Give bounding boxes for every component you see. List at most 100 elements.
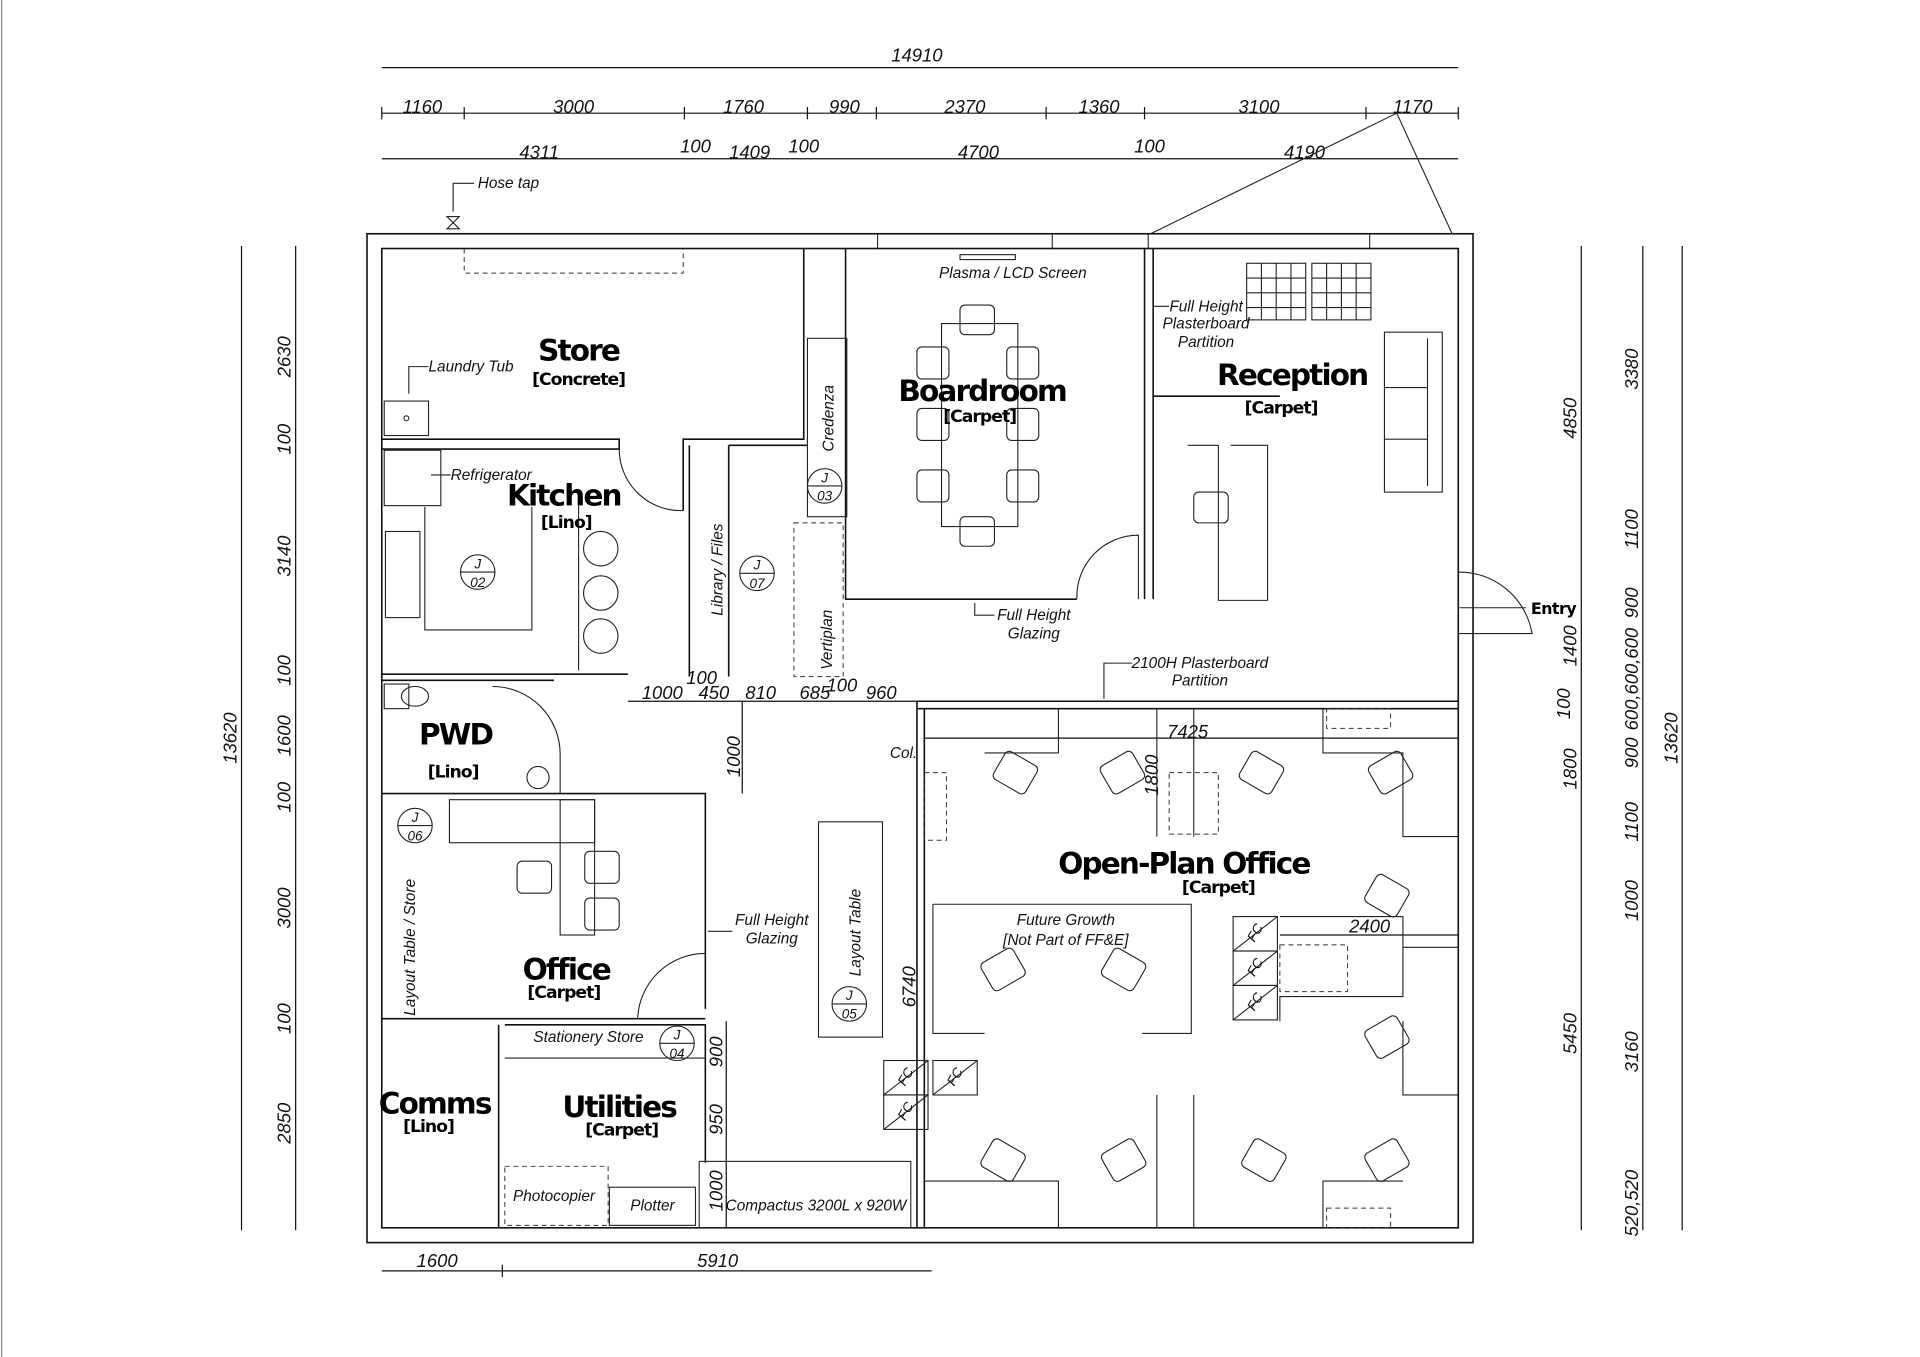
dim-left: 2630 (274, 336, 295, 379)
chair-icon (916, 407, 950, 441)
dim-top: 4190 (1284, 142, 1326, 163)
tag-j06: J 06 (397, 807, 433, 844)
chair-icon (1241, 1138, 1287, 1182)
dim-interior: 960 (866, 682, 898, 703)
label-future-growth: [Not Part of FF&E] (1002, 932, 1129, 949)
chair-icon (1006, 407, 1040, 441)
label-plasterboard: Full Height (1169, 298, 1243, 315)
dim-interior: 685 (799, 682, 831, 703)
dim-left: 3000 (274, 887, 295, 929)
dim-right: 3160 (1621, 1031, 1642, 1073)
svg-text:J: J (411, 810, 419, 825)
dim-right: 1100 (1621, 801, 1642, 841)
top-dimensions: 14910 1160 3000 1760 990 2370 1360 3100 … (381, 45, 1459, 235)
dim-interior: 1000 (706, 1170, 727, 1212)
chair-icon (1099, 750, 1146, 795)
svg-text:06: 06 (407, 828, 423, 843)
room-utilities: Utilities (562, 1090, 677, 1124)
dim-right: 1100 (1621, 508, 1642, 548)
dim-interior: 1000 (723, 735, 744, 777)
dim-interior: 100 (686, 667, 718, 688)
dim-interior: 810 (745, 682, 777, 703)
label-stationery-store: Stationery Store (533, 1029, 643, 1046)
fixtures (383, 254, 1443, 790)
room-open-plan-floor: [Carpet] (1182, 878, 1255, 898)
room-store: Store (538, 333, 620, 367)
room-kitchen-floor: [Lino] (541, 513, 592, 533)
svg-text:05: 05 (842, 1007, 858, 1022)
dim-interior: 2400 (1348, 916, 1391, 937)
chair-icon (516, 860, 553, 894)
chair-icon (1364, 873, 1410, 918)
svg-text:J: J (753, 558, 761, 573)
room-reception: Reception (1217, 358, 1367, 392)
dim-right: 100 (1553, 688, 1574, 720)
room-boardroom-floor: [Carpet] (943, 407, 1016, 427)
dim-interior: 950 (706, 1103, 727, 1135)
dim-overall-width: 14910 (891, 45, 943, 66)
dim-top: 1409 (729, 142, 770, 163)
dim-interior: 6740 (899, 965, 920, 1007)
dim-right-overall: 13620 (1660, 712, 1681, 764)
label-photocopier: Photocopier (513, 1188, 596, 1205)
dim-top: 100 (788, 136, 820, 157)
dim-right: 1000 (1621, 879, 1642, 921)
label-layout-table: Layout Table (847, 889, 864, 976)
svg-text:J: J (845, 988, 853, 1003)
reception-desk (1187, 444, 1269, 601)
dim-left: 1600 (274, 714, 295, 756)
room-open-plan: Open-Plan Office (1058, 846, 1310, 880)
dim-interior: 7425 (1167, 721, 1209, 742)
dim-right: 3380 (1621, 348, 1642, 390)
chair-icon (980, 1138, 1026, 1182)
label-refrigerator: Refrigerator (451, 467, 533, 484)
dim-interior: 100 (827, 674, 859, 695)
right-dimensions: 4850 1400 100 1800 5450 3380 1100 900 60… (1553, 246, 1683, 1237)
interior-dimensions: 1000 100 450 810 685 100 960 1000 7425 1… (627, 667, 1459, 1228)
sink-icon (384, 530, 421, 619)
chair-icon (992, 750, 1039, 795)
chair-icon (1006, 469, 1040, 503)
chair-icon (959, 304, 996, 336)
label-laundry-tub: Laundry Tub (429, 359, 515, 376)
dim-interior: 900 (706, 1036, 727, 1068)
room-kitchen: Kitchen (507, 479, 621, 513)
room-pwd-floor: [Lino] (428, 763, 479, 783)
label-plasma-screen: Plasma / LCD Screen (939, 265, 1087, 282)
plant-icon (1246, 262, 1372, 321)
label-office-glazing: Full Height (735, 912, 809, 929)
dim-right: 520,520 (1621, 1169, 1642, 1236)
label-compactus: Compactus 3200L x 920W (726, 1198, 908, 1215)
room-office-floor: [Carpet] (527, 983, 600, 1003)
dim-right: 1400 (1559, 625, 1580, 667)
dim-right: 5450 (1559, 1012, 1580, 1054)
dim-top: 4700 (958, 142, 1000, 163)
dim-top: 1360 (1079, 96, 1121, 117)
annotations: Hose tap Laundry Tub Refrigerator Plasma… (402, 175, 1578, 1215)
label-credenza: Credenza (820, 385, 837, 452)
tag-j04: J04 (659, 1025, 695, 1062)
dim-top: 990 (829, 96, 861, 117)
basin-icon (526, 765, 550, 790)
dim-top: 3000 (553, 96, 595, 117)
room-pwd: PWD (419, 717, 492, 751)
svg-text:J: J (820, 470, 828, 485)
svg-text:J: J (473, 556, 481, 571)
tag-j03: J 03 (806, 468, 843, 504)
label-2100-partition: 2100H Plasterboard (1131, 655, 1269, 672)
dim-top: 3100 (1238, 96, 1280, 117)
chair-icon (1364, 1138, 1410, 1182)
chair-icon (1367, 750, 1414, 795)
walls (366, 232, 1533, 1244)
label-office-glazing: Glazing (746, 931, 799, 948)
dim-top: 2370 (943, 96, 986, 117)
dim-right: 900 (1621, 587, 1642, 619)
svg-text:03: 03 (817, 489, 833, 504)
dim-left: 100 (274, 423, 295, 455)
chair-icon (959, 516, 996, 547)
left-dimensions: 13620 2630 100 3140 100 1600 100 3000 10… (220, 246, 297, 1231)
chair-icon (1364, 1015, 1410, 1059)
dim-interior: 1000 (642, 682, 684, 703)
room-store-floor: [Concrete] (532, 370, 625, 390)
label-future-growth: Future Growth (1017, 912, 1115, 929)
